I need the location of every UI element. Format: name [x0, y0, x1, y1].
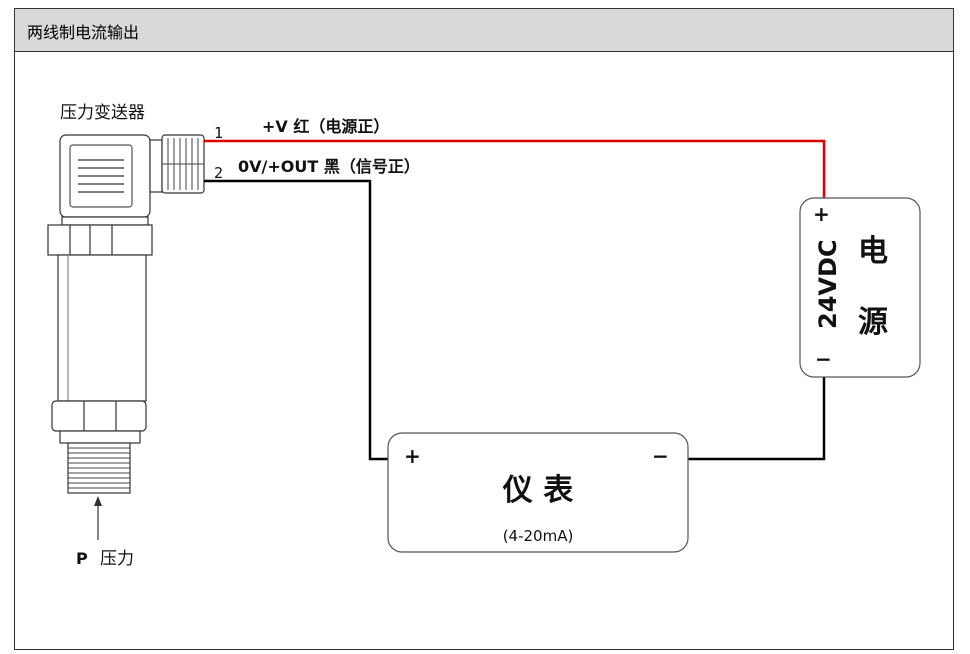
pressure-transmitter: [47, 134, 205, 494]
diagram-title: 两线制电流输出: [27, 23, 140, 42]
wire-1-red: [204, 139, 826, 198]
meter-box: [387, 432, 689, 553]
connector-grille-icon: [78, 159, 124, 193]
wire-2-black: [204, 179, 388, 461]
wire-1-number: 1: [214, 124, 223, 142]
wire-2-label: 0V/+OUT 黑（信号正）: [238, 157, 420, 176]
pressure-arrow-icon: [94, 496, 102, 540]
meter-minus-sign: −: [652, 444, 669, 468]
pressure-symbol: P: [76, 549, 88, 568]
meter-range: (4-20mA): [503, 527, 574, 545]
power-name-1: 电: [858, 234, 888, 269]
power-plus-sign: +: [813, 202, 830, 226]
wire-1-label: +V 红（电源正）: [262, 117, 389, 136]
meter-name: 仪 表: [502, 473, 573, 508]
wire-return: [688, 377, 826, 461]
title-bar: 两线制电流输出: [15, 9, 953, 52]
transmitter-label: 压力变送器: [60, 103, 145, 123]
power-voltage-label: 24VDC: [814, 239, 842, 329]
meter-plus-sign: +: [404, 444, 421, 468]
wire-2-number: 2: [214, 164, 223, 182]
power-supply-box: [799, 197, 921, 378]
power-minus-sign: −: [815, 347, 832, 371]
pressure-label: 压力: [100, 549, 134, 569]
power-name-2: 源: [858, 305, 888, 340]
